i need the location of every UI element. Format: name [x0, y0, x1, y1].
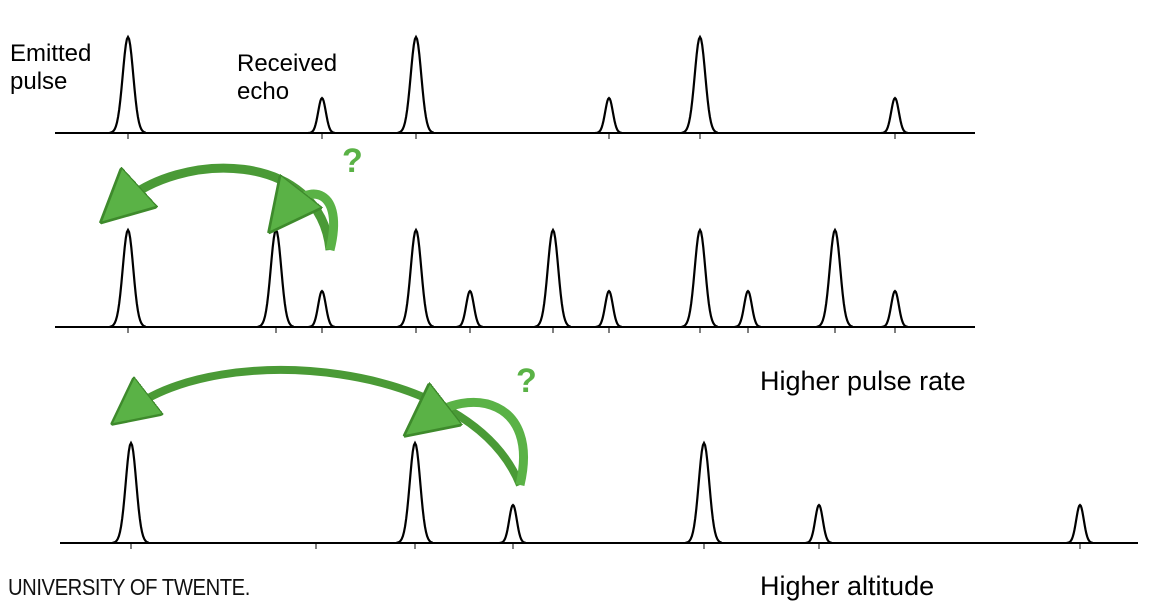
higher-pulse-rate-label: Higher pulse rate: [760, 366, 966, 396]
emitted-pulse: [685, 440, 722, 544]
arrow-to-first-emitted-row3: [130, 366, 524, 487]
emitted-pulse: [681, 34, 718, 134]
received-echo: [308, 289, 336, 328]
received-echo-label: Received echo: [237, 50, 338, 105]
emitted-pulse: [534, 227, 571, 328]
received-echo: [595, 96, 622, 134]
emitted-pulse: [109, 34, 146, 134]
arrow-to-second-emitted-row3: [425, 402, 528, 487]
ambiguity-arrows: [120, 163, 528, 487]
trace-higher-pulse-rate: [55, 227, 975, 333]
received-echo: [456, 289, 484, 328]
arrow-to-first-emitted-row2: [120, 163, 335, 251]
emitted-pulse-label: Emitted pulse: [10, 40, 92, 95]
trace-baseline: [55, 34, 975, 139]
emitted-pulse: [816, 227, 853, 328]
received-echo: [308, 96, 335, 134]
trace-higher-altitude: [60, 440, 1138, 549]
emitted-pulse: [397, 34, 434, 134]
received-echo: [805, 503, 833, 544]
question-mark-row2: ?: [342, 142, 363, 180]
emitted-pulse: [109, 227, 146, 328]
question-mark-row3: ?: [516, 362, 537, 400]
emitted-pulse: [257, 227, 294, 328]
emitted-pulse: [681, 227, 718, 328]
emitted-pulse: [396, 440, 433, 544]
received-echo: [499, 503, 527, 544]
received-echo: [881, 96, 908, 134]
received-echo: [1066, 503, 1094, 544]
received-echo: [595, 289, 623, 328]
university-logo: UNIVERSITY OF TWENTE.: [8, 574, 250, 600]
received-echo: [734, 289, 762, 328]
higher-altitude-label: Higher altitude: [760, 571, 935, 601]
emitted-pulse: [112, 440, 149, 544]
emitted-pulse: [397, 227, 434, 328]
received-echo: [881, 289, 909, 328]
arrow-to-second-emitted-row2: [285, 194, 339, 252]
